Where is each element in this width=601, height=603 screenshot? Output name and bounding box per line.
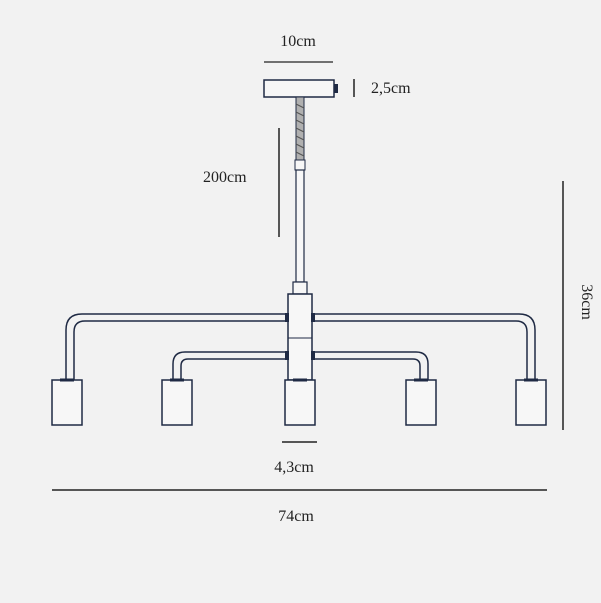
socket-icon [515,378,547,426]
outer-arms [65,313,536,380]
socket-icon [161,378,193,426]
canopy-height-label: 2,5cm [371,80,411,97]
cable-icon [292,96,308,295]
canopy-width-label: 10cm [280,33,316,50]
socket-icon [405,378,437,426]
socket-width-label: 4,3cm [274,459,314,476]
inner-arms [172,351,429,380]
total-width-label: 74cm [278,508,314,525]
ceiling-canopy-icon [263,79,338,98]
center-body-icon [285,293,315,381]
total-height-label: 36cm [578,284,595,320]
socket-icon [284,378,316,426]
cable-length-label: 200cm [203,169,247,186]
socket-icon [51,378,83,426]
